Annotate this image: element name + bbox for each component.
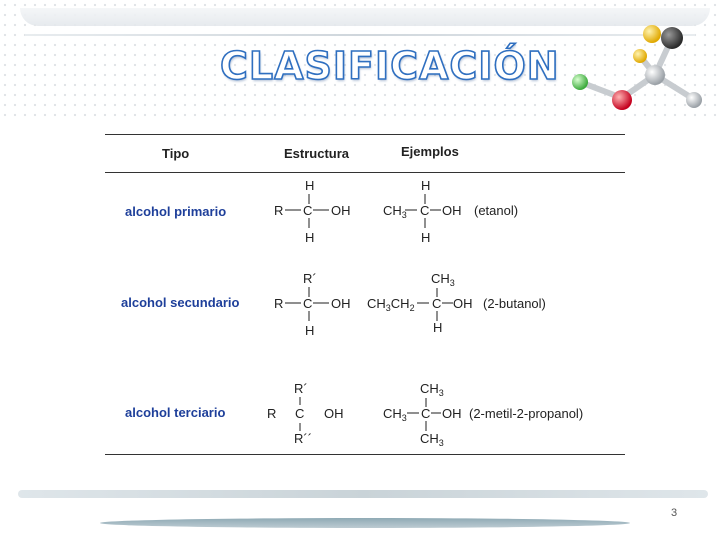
svg-text:C: C	[303, 296, 312, 311]
svg-text:OH: OH	[324, 406, 344, 421]
svg-text:R: R	[274, 203, 283, 218]
bottom-decorative-band	[18, 490, 708, 498]
svg-text:CH3: CH3	[383, 203, 407, 220]
svg-text:R´: R´	[294, 381, 308, 396]
svg-text:C: C	[303, 203, 312, 218]
svg-text:R´: R´	[303, 271, 317, 286]
svg-text:R: R	[274, 296, 283, 311]
svg-text:C: C	[295, 406, 304, 421]
svg-text:C: C	[421, 406, 430, 421]
svg-text:H: H	[305, 230, 314, 245]
svg-text:CH3: CH3	[420, 431, 444, 448]
structure-terciario: R´ R C OH R´´	[267, 381, 344, 446]
slide-title: CLASIFICACIÓN	[219, 43, 560, 89]
header-estructura: Estructura	[284, 146, 350, 161]
header-tipo: Tipo	[162, 146, 190, 161]
example-2-butanol: CH3 CH3CH2 C OH H (2-butanol)	[367, 271, 546, 335]
svg-text:H: H	[433, 320, 442, 335]
page-number: 3	[670, 507, 678, 519]
type-label-terciario: alcohol terciario	[125, 405, 226, 420]
table-header-rule	[105, 172, 625, 173]
svg-text:H: H	[305, 323, 314, 338]
structure-primario: H R C OH H	[274, 178, 351, 245]
structure-secundario: R´ R C OH H	[274, 271, 351, 338]
svg-text:CH3CH2: CH3CH2	[367, 296, 415, 313]
svg-text:H: H	[305, 178, 314, 193]
svg-text:CH3: CH3	[383, 406, 407, 423]
svg-text:CH3: CH3	[431, 271, 455, 288]
type-label-secundario: alcohol secundario	[121, 295, 240, 310]
table-bottom-rule	[105, 454, 625, 455]
svg-text:OH: OH	[442, 203, 462, 218]
svg-text:H: H	[421, 230, 430, 245]
molecule-model-icon	[572, 25, 702, 110]
header-ejemplos: Ejemplos	[401, 144, 459, 159]
svg-text:R´´: R´´	[294, 431, 312, 446]
svg-text:OH: OH	[453, 296, 473, 311]
svg-text:OH: OH	[331, 203, 351, 218]
bottom-decorative-swoosh	[100, 518, 630, 528]
top-divider	[25, 34, 695, 36]
example-name-2-butanol: (2-butanol)	[483, 296, 546, 311]
top-decorative-band	[20, 8, 710, 26]
classification-table: Tipo Estructura Ejemplos alcohol primari…	[105, 134, 625, 456]
example-etanol: H CH3 C OH H (etanol)	[383, 178, 518, 245]
example-2-metil-2-propanol: CH3 CH3 C OH CH3 (2-metil-2-propanol)	[383, 381, 583, 448]
svg-text:CH3: CH3	[420, 381, 444, 398]
svg-text:R: R	[267, 406, 276, 421]
svg-text:OH: OH	[442, 406, 462, 421]
type-label-primario: alcohol primario	[125, 204, 227, 219]
svg-text:C: C	[432, 296, 441, 311]
svg-text:OH: OH	[331, 296, 351, 311]
svg-text:C: C	[420, 203, 429, 218]
table-top-rule	[105, 134, 625, 135]
svg-text:H: H	[421, 178, 430, 193]
example-name-etanol: (etanol)	[474, 203, 518, 218]
example-name-2-metil-2-propanol: (2-metil-2-propanol)	[469, 406, 583, 421]
